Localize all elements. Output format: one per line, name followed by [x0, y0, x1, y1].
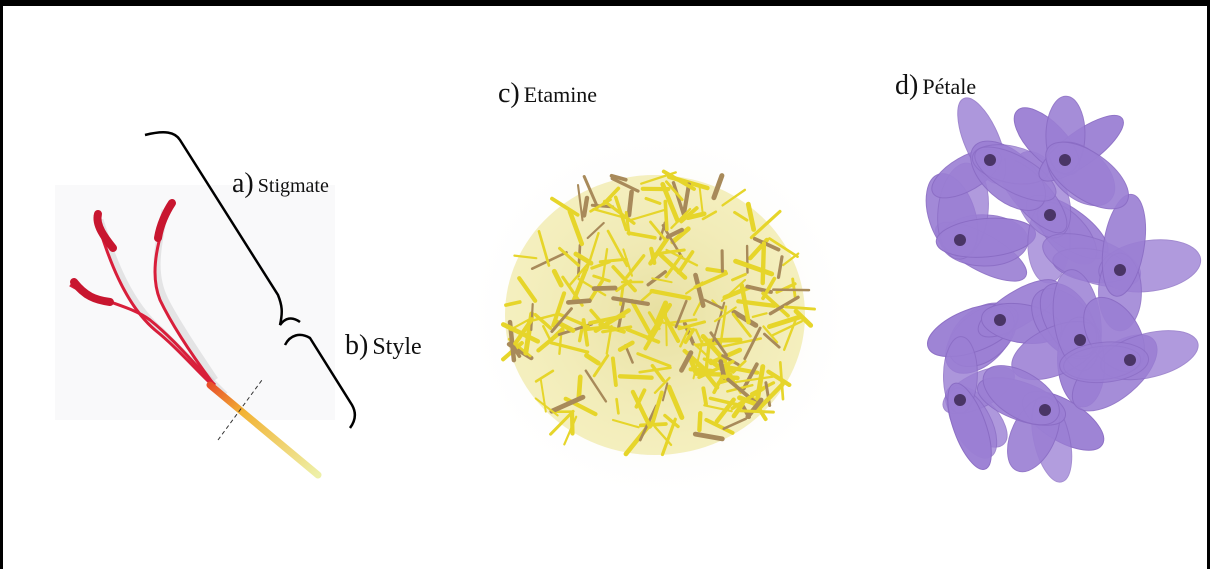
petal-center [1044, 209, 1056, 221]
label-d-word: Pétale [922, 74, 976, 99]
petal-center [984, 154, 996, 166]
stamen-strand [740, 411, 774, 412]
stamen-strand [594, 288, 615, 289]
stamen-strand [666, 309, 667, 346]
petal-center [1039, 404, 1051, 416]
label-a-stigmate: a) Stigmate [232, 168, 329, 200]
saffron-stigma-image [55, 185, 335, 475]
label-c-etamine: c) Etamine [498, 78, 597, 110]
petal-center [1074, 334, 1086, 346]
label-d-letter: d) [895, 70, 918, 101]
label-a-letter: a) [232, 168, 254, 199]
stamen-strand [763, 243, 764, 283]
label-a-word: Stigmate [258, 175, 329, 197]
stamen-strand [584, 198, 587, 216]
stamen-strand [531, 304, 532, 330]
stamen-strand [773, 290, 809, 291]
label-d-petale: d) Pétale [895, 70, 976, 102]
stamen-strand [572, 413, 573, 434]
petal-center [994, 314, 1006, 326]
stamen-strand [629, 192, 632, 215]
label-b-word: Style [372, 334, 421, 360]
stamen-strand [620, 376, 652, 377]
stamen-strand [641, 424, 666, 425]
petal-center [954, 234, 966, 246]
stamen-strand [568, 301, 589, 303]
petal-center [1124, 354, 1136, 366]
stamen-strand [617, 399, 619, 413]
label-b-style: b) Style [345, 330, 422, 362]
stamen-strand [579, 377, 581, 398]
stamen-strand [578, 245, 580, 276]
petal-cluster-image [917, 92, 1204, 486]
label-c-letter: c) [498, 78, 520, 109]
petal-center [1059, 154, 1071, 166]
petal-center [1114, 264, 1126, 276]
label-b-letter: b) [345, 330, 368, 361]
stamen-strand [703, 388, 706, 404]
petal-center [954, 394, 966, 406]
label-c-word: Etamine [524, 82, 597, 107]
stamen-strand [665, 202, 667, 230]
stamen-strand [699, 413, 700, 430]
